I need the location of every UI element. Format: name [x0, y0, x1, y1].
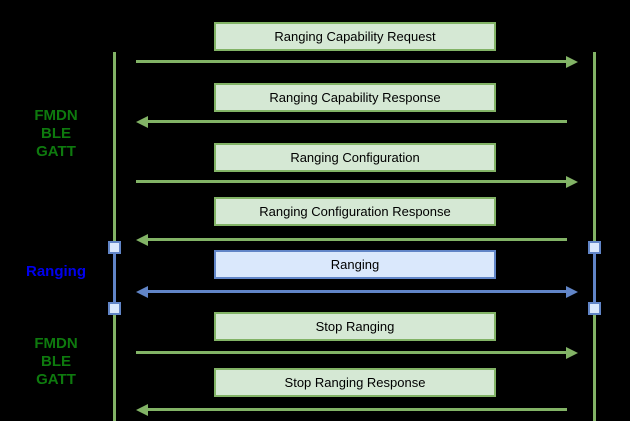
arrow-ranging-capability-request	[136, 55, 578, 68]
message-box-ranging: Ranging	[214, 250, 496, 279]
arrowhead-left-icon	[136, 233, 148, 246]
side-label-line: GATT	[36, 371, 76, 388]
arrow-ranging-bidirectional	[136, 285, 578, 298]
arrow-shaft	[147, 238, 567, 241]
arrow-shaft	[136, 60, 567, 63]
arrowhead-left-icon	[136, 115, 148, 128]
arrowhead-left-icon	[136, 285, 148, 298]
arrow-ranging-configuration	[136, 175, 578, 188]
left-lifeline-node-bottom	[108, 302, 121, 315]
arrow-shaft	[136, 180, 567, 183]
left-lifeline-blue-segment	[113, 254, 116, 303]
arrow-shaft	[147, 120, 567, 123]
left-lifeline-node-top	[108, 241, 121, 254]
right-lifeline-green-bottom	[593, 315, 596, 421]
side-label-line: BLE	[41, 353, 71, 370]
message-box-ranging-capability-response: Ranging Capability Response	[214, 83, 496, 112]
message-box-stop-ranging-response: Stop Ranging Response	[214, 368, 496, 397]
right-lifeline-node-top	[588, 241, 601, 254]
arrowhead-right-icon	[566, 55, 578, 68]
arrow-stop-ranging	[136, 346, 578, 359]
side-label-line: BLE	[41, 125, 71, 142]
side-label-fmdn-ble-gatt-bottom: FMDN BLE GATT	[16, 335, 96, 389]
message-box-ranging-capability-request: Ranging Capability Request	[214, 22, 496, 51]
side-label-fmdn-ble-gatt-top: FMDN BLE GATT	[16, 107, 96, 161]
right-lifeline-green-top	[593, 52, 596, 242]
arrowhead-right-icon	[566, 285, 578, 298]
message-box-ranging-configuration-response: Ranging Configuration Response	[214, 197, 496, 226]
left-lifeline-green-bottom	[113, 315, 116, 421]
arrowhead-right-icon	[566, 175, 578, 188]
side-label-line: FMDN	[34, 335, 78, 352]
arrow-ranging-configuration-response	[136, 233, 567, 246]
arrow-ranging-capability-response	[136, 115, 567, 128]
side-label-ranging: Ranging	[16, 263, 96, 281]
side-label-line: GATT	[36, 143, 76, 160]
message-box-ranging-configuration: Ranging Configuration	[214, 143, 496, 172]
arrow-shaft	[136, 351, 567, 354]
arrow-stop-ranging-response	[136, 403, 567, 416]
arrowhead-right-icon	[566, 346, 578, 359]
arrowhead-left-icon	[136, 403, 148, 416]
left-lifeline-green-top	[113, 52, 116, 242]
right-lifeline-node-bottom	[588, 302, 601, 315]
message-box-stop-ranging: Stop Ranging	[214, 312, 496, 341]
right-lifeline-blue-segment	[593, 254, 596, 303]
side-label-line: FMDN	[34, 107, 78, 124]
side-label-line: Ranging	[26, 263, 86, 280]
arrow-shaft	[147, 408, 567, 411]
arrow-shaft	[147, 290, 567, 293]
